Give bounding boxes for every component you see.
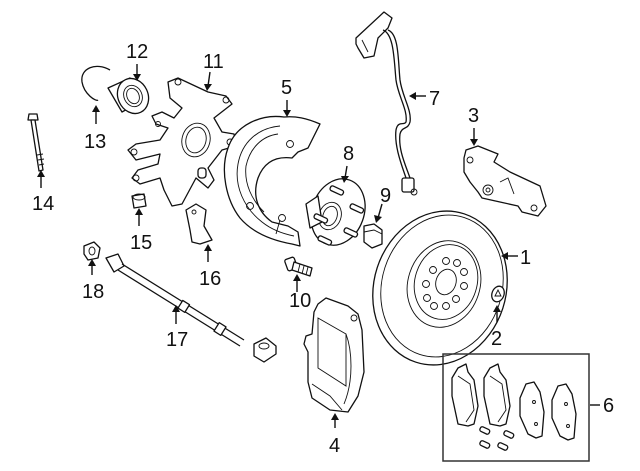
callout-2[interactable]: 2 xyxy=(491,328,502,350)
rotor-screw-part[interactable] xyxy=(490,284,507,303)
callout-18[interactable]: 18 xyxy=(82,281,104,303)
callout-14[interactable]: 14 xyxy=(32,193,54,215)
sensor-bracket-part[interactable] xyxy=(185,203,213,245)
callout-5[interactable]: 5 xyxy=(281,77,292,99)
steering-knuckle-part[interactable] xyxy=(127,77,237,207)
brake-rotor-part[interactable] xyxy=(353,193,527,382)
caliper-bracket-part[interactable] xyxy=(463,145,547,217)
wheel-hub-part[interactable] xyxy=(302,171,374,253)
brake-caliper-part[interactable] xyxy=(303,297,365,413)
splash-shield-part[interactable] xyxy=(223,115,321,247)
callout-9[interactable]: 9 xyxy=(380,185,391,207)
brake-hose-part[interactable] xyxy=(355,11,418,196)
wheel-bearing-part[interactable] xyxy=(107,73,154,118)
callout-7[interactable]: 7 xyxy=(429,88,440,110)
callout-15[interactable]: 15 xyxy=(130,232,152,254)
hub-nut-part[interactable] xyxy=(363,223,383,249)
callout-10[interactable]: 10 xyxy=(289,290,311,312)
callout-3[interactable]: 3 xyxy=(468,105,479,127)
stabilizer-link-part[interactable] xyxy=(105,253,277,363)
callout-1[interactable]: 1 xyxy=(520,247,531,269)
pad-set-inset-box xyxy=(442,353,590,462)
callout-17[interactable]: 17 xyxy=(166,329,188,351)
brake-pad-set-part[interactable] xyxy=(442,353,590,462)
link-nut-part[interactable] xyxy=(83,241,101,261)
callout-4[interactable]: 4 xyxy=(329,435,340,457)
callout-6[interactable]: 6 xyxy=(603,395,614,417)
knuckle-nut-part[interactable] xyxy=(131,193,147,209)
callout-labels: 12 13 11 5 14 15 16 8 9 7 3 1 2 10 4 18 … xyxy=(32,41,614,457)
callout-leaders xyxy=(37,64,600,428)
knuckle-bolt-part[interactable] xyxy=(27,113,45,172)
callout-16[interactable]: 16 xyxy=(199,268,221,290)
snap-ring-part[interactable] xyxy=(81,65,111,101)
caliper-bolt-part[interactable] xyxy=(284,256,313,277)
callout-8[interactable]: 8 xyxy=(343,143,354,165)
callout-11[interactable]: 11 xyxy=(203,51,224,73)
callout-12[interactable]: 12 xyxy=(126,41,148,63)
callout-13[interactable]: 13 xyxy=(84,131,106,153)
